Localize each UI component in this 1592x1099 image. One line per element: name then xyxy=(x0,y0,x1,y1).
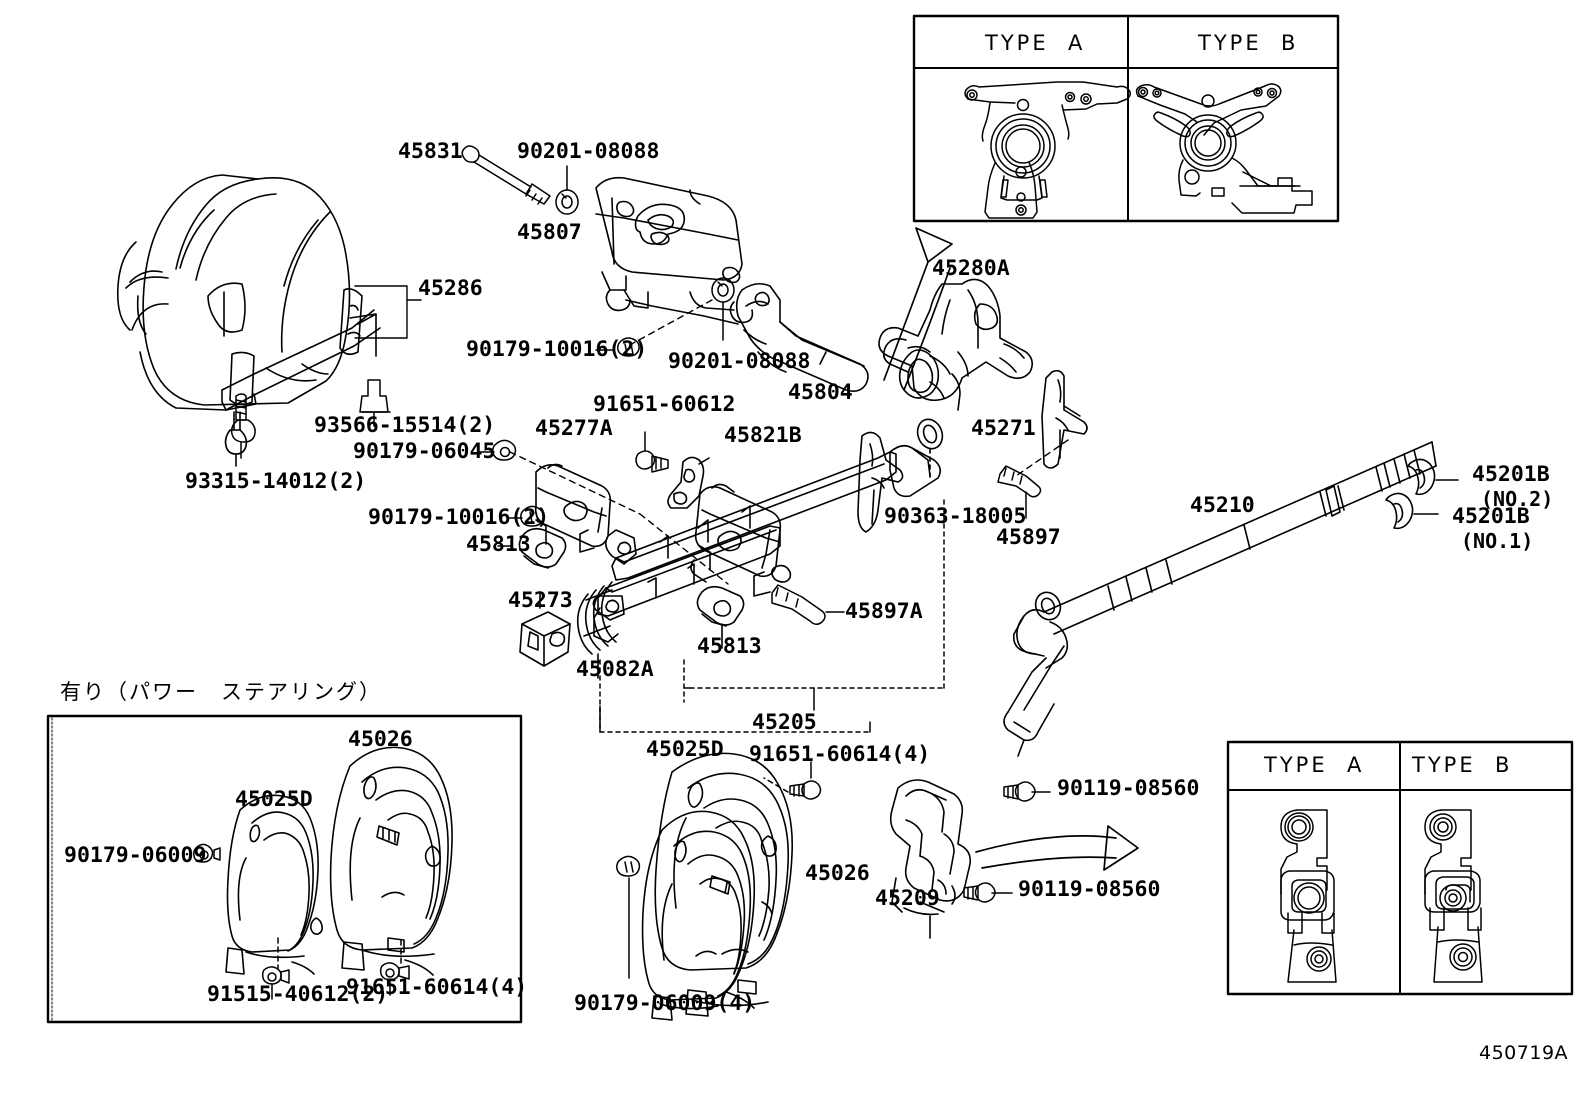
type-a-header-bottom: TYPE A xyxy=(1264,753,1365,777)
part-label-45804: 45804 xyxy=(788,380,853,405)
type-b-yoke-illustration xyxy=(1424,809,1483,983)
assembly-arrow-right xyxy=(975,825,1139,871)
part-label-90201-08088-top: 90201-08088 xyxy=(517,139,660,164)
part-label-90179-10016-left: 90179-10016(2) xyxy=(368,505,550,530)
bolt-90119-08560-lower-illustration xyxy=(963,882,1013,903)
shaft-45210-illustration xyxy=(1003,441,1437,757)
cover-45026-center-illustration xyxy=(654,752,794,1017)
diagram-number: 450719A xyxy=(1479,1042,1569,1064)
part-label-91651-60614-center: 91651-60614(4) xyxy=(749,742,931,767)
bolt-91651-60612-illustration xyxy=(635,431,669,473)
power-steering-note: 有り（パワー ステアリング） xyxy=(60,680,382,704)
part-label-45807: 45807 xyxy=(517,220,582,245)
part-label-45813-center: 45813 xyxy=(697,634,762,659)
type-a-yoke-illustration xyxy=(1280,809,1337,983)
bushing-45273-illustration xyxy=(519,591,571,667)
part-label-90179-06045: 90179-06045 xyxy=(353,439,496,464)
group-bracket-45205 xyxy=(683,499,945,711)
group-bracket-45082a xyxy=(599,659,871,733)
part-label-45205: 45205 xyxy=(752,710,817,735)
type-b-bracket-illustration xyxy=(1135,83,1313,214)
snap-ring-45201b-no2-illustration xyxy=(1407,458,1459,496)
type-b-header-bottom: TYPE B xyxy=(1412,753,1513,777)
washer-90201-08088-top-illustration xyxy=(555,165,579,215)
part-label-90179-06009-left: 90179-06009 xyxy=(64,843,207,868)
type-panel-bottom-frame xyxy=(1226,740,1574,996)
part-label-90119-08560-upper: 90119-08560 xyxy=(1057,776,1200,801)
part-label-45201b-no2-suffix: (NO.2) xyxy=(1481,487,1554,511)
bolt-91651-60614-center-illustration xyxy=(763,761,822,800)
part-label-45813-left: 45813 xyxy=(466,532,531,557)
part-label-45201b-no1: 45201B xyxy=(1452,504,1530,529)
washer-90201-08088-lower-illustration xyxy=(711,277,735,341)
brace-45804-illustration xyxy=(735,282,869,392)
part-label-90119-08560-lower: 90119-08560 xyxy=(1018,877,1161,902)
part-label-90201-08088-lower: 90201-08088 xyxy=(668,349,811,374)
part-label-45025d-center: 45025D xyxy=(646,737,724,762)
part-label-91515-40612: 91515-40612(2) xyxy=(207,982,389,1007)
bolt-45897a-illustration xyxy=(771,584,845,625)
part-label-91651-60612: 91651-60612 xyxy=(593,392,736,417)
part-label-90179-10016-top: 90179-10016(2) xyxy=(466,337,648,362)
nut-90179-06045-illustration xyxy=(477,439,517,461)
bracket-45277a-illustration xyxy=(534,463,612,553)
power-steering-box-frame xyxy=(46,714,523,1024)
cover-45025d-left-illustration xyxy=(225,794,323,975)
part-label-93315-14012: 93315-14012(2) xyxy=(185,469,367,494)
housing-45280a-illustration xyxy=(878,278,1034,411)
bellows-45082a-illustration xyxy=(576,581,617,679)
part-label-45025d-left: 45025D xyxy=(235,787,313,812)
box-hardware-illustration xyxy=(193,843,410,1000)
leader-dashes-45271 xyxy=(1015,439,1069,477)
nut-90179-10016-top-illustration xyxy=(595,337,640,357)
part-label-45210: 45210 xyxy=(1190,493,1255,518)
part-label-45271: 45271 xyxy=(971,416,1036,441)
part-label-45897: 45897 xyxy=(996,525,1061,550)
type-panel-top-frame xyxy=(912,14,1340,223)
leader-dashes-45807 xyxy=(627,299,713,347)
part-label-45026-center: 45026 xyxy=(805,861,870,886)
assembly-arrow-up xyxy=(883,227,953,391)
clamp-45813-center-illustration xyxy=(696,585,745,649)
part-label-45209: 45209 xyxy=(875,886,940,911)
part-label-45286: 45286 xyxy=(418,276,483,301)
part-label-45026-left: 45026 xyxy=(348,727,413,752)
snap-ring-45201b-no1-illustration xyxy=(1385,492,1439,530)
cover-45026-left-illustration xyxy=(329,746,453,976)
part-label-45897a: 45897A xyxy=(845,599,923,624)
part-label-90363-18005: 90363-18005 xyxy=(884,504,1027,529)
bolt-90119-08560-upper-illustration xyxy=(1003,781,1051,802)
part-label-45821b: 45821B xyxy=(724,423,802,448)
type-a-header-top: TYPE A xyxy=(985,31,1086,55)
part-label-91651-60614-left: 91651-60614(4) xyxy=(346,975,528,1000)
leader-dashes-45277a xyxy=(509,451,729,585)
part-label-45201b-no1-suffix: (NO.1) xyxy=(1461,529,1534,553)
bolt-45831-illustration xyxy=(461,145,551,205)
bracket-45807-illustration xyxy=(595,176,754,325)
label-bracket-45286 xyxy=(354,285,422,339)
part-label-45273: 45273 xyxy=(508,588,573,613)
part-label-45277a: 45277A xyxy=(535,416,613,441)
bearing-90363-18005-illustration xyxy=(916,418,944,482)
yoke-45209-illustration xyxy=(889,779,972,939)
type-b-header-top: TYPE B xyxy=(1198,31,1299,55)
grommet-93566-15514-illustration xyxy=(359,379,391,427)
lever-45821b-illustration xyxy=(667,456,710,509)
nut-90179-06009-center-illustration xyxy=(616,855,641,979)
part-label-45082a: 45082A xyxy=(576,657,654,682)
bracket-45271-illustration xyxy=(1041,369,1088,469)
screw-45897-illustration xyxy=(997,465,1042,519)
type-a-bracket-illustration xyxy=(964,81,1131,219)
cover-45025d-center-illustration xyxy=(641,810,756,1021)
part-label-90179-06009-center: 90179-06009(4) xyxy=(574,991,756,1016)
part-label-45201b-no2: 45201B xyxy=(1472,462,1550,487)
nut-90179-10016-left-illustration xyxy=(507,505,545,527)
part-label-93566-15514: 93566-15514(2) xyxy=(314,413,496,438)
screw-93315-14012-illustration xyxy=(230,393,256,459)
column-cover-45286-illustration xyxy=(116,174,381,467)
part-label-45280a: 45280A xyxy=(932,256,1010,281)
clamp-45813-left-illustration xyxy=(497,527,567,569)
part-label-45831: 45831 xyxy=(398,139,463,164)
